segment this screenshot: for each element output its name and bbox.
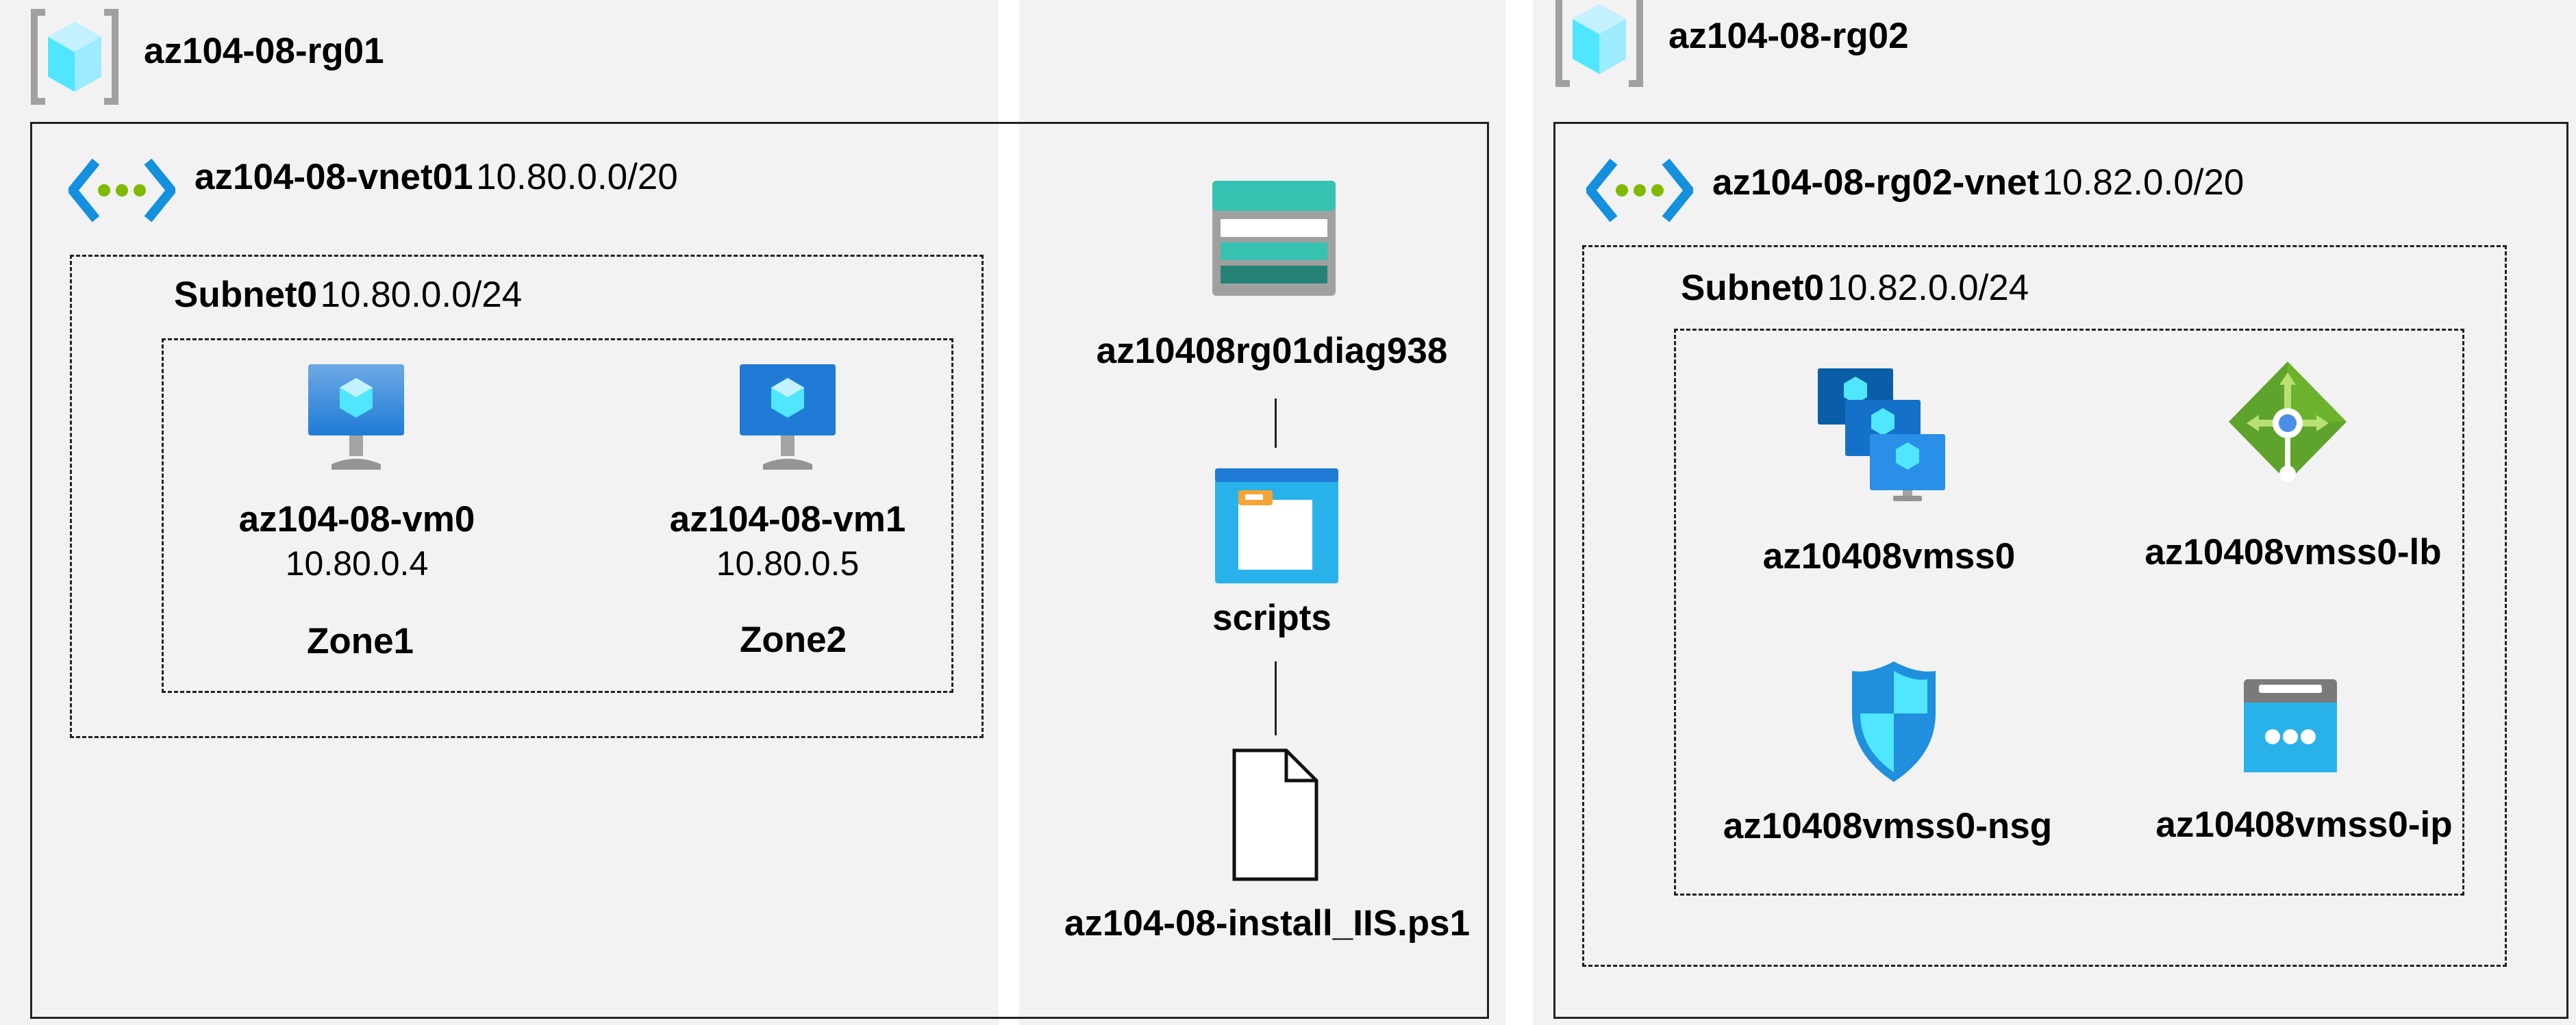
public-ip-icon (2242, 678, 2338, 774)
resource-group-icon (1555, 0, 1644, 89)
vm-scale-set-icon (1818, 368, 1948, 503)
container-name: scripts (1212, 598, 1331, 638)
rg02-title: az104-08-rg02 (1668, 16, 1909, 56)
vm1-zone: Zone2 (739, 620, 847, 660)
subnet0-rg02-label: Subnet0 10.82.0.0/24 (1681, 270, 2029, 306)
virtual-network-icon (1586, 156, 1693, 225)
virtual-machine-icon (737, 363, 838, 472)
vnet01-label: az104-08-vnet01 10.80.0.0/20 (195, 159, 678, 195)
rg01-left-panel (0, 0, 999, 1025)
lb-name: az10408vmss0-lb (2144, 532, 2442, 572)
blob-name: az104-08-install_IIS.ps1 (1064, 903, 1471, 944)
rg01-container (30, 122, 1489, 1019)
subnet0-rg01-name: Subnet0 (174, 275, 318, 315)
vm-group-box (162, 338, 953, 693)
vm1-ip: 10.80.0.5 (716, 544, 860, 583)
vnet01-name: az104-08-vnet01 (195, 157, 473, 197)
load-balancer-icon (2226, 360, 2349, 494)
vnet01-cidr: 10.80.0.0/20 (476, 157, 678, 197)
subnet0-rg02-box (1582, 245, 2507, 967)
resource-group-icon (30, 7, 119, 107)
connector-line (1275, 661, 1277, 735)
connector-line (1275, 398, 1277, 448)
vm0-name: az104-08-vm0 (238, 499, 475, 540)
storage-account-name: az10408rg01diag938 (1096, 331, 1448, 371)
subnet0-rg01-cidr: 10.80.0.0/24 (320, 275, 523, 315)
vnet02-label: az104-08-rg02-vnet 10.82.0.0/20 (1712, 164, 2244, 201)
nsg-name: az10408vmss0-nsg (1723, 806, 2053, 846)
subnet0-rg02-cidr: 10.82.0.0/24 (1827, 268, 2029, 308)
subnet0-rg01-box (70, 255, 984, 738)
vnet02-name: az104-08-rg02-vnet (1712, 162, 2040, 203)
virtual-machine-icon (305, 363, 407, 472)
vm0-ip: 10.80.0.4 (285, 544, 429, 583)
file-icon (1231, 748, 1319, 882)
vm0-zone: Zone1 (306, 621, 414, 661)
blob-container-icon (1214, 467, 1340, 585)
vmss-group-box (1674, 329, 2464, 896)
storage-account-icon (1211, 179, 1337, 297)
rg02-container (1553, 122, 2568, 1019)
rg02-panel (1533, 0, 2576, 1025)
rg01-title: az104-08-rg01 (144, 31, 384, 71)
subnet0-rg02-name: Subnet0 (1681, 268, 1825, 308)
virtual-network-icon (68, 156, 175, 225)
vnet02-cidr: 10.82.0.0/20 (2042, 162, 2244, 203)
vm1-name: az104-08-vm1 (669, 499, 906, 540)
network-security-group-icon (1848, 659, 1940, 785)
vmss-name: az10408vmss0 (1762, 536, 2016, 577)
subnet0-rg01-label: Subnet0 10.80.0.0/24 (174, 277, 522, 313)
public-ip-name: az10408vmss0-ip (2155, 805, 2453, 845)
